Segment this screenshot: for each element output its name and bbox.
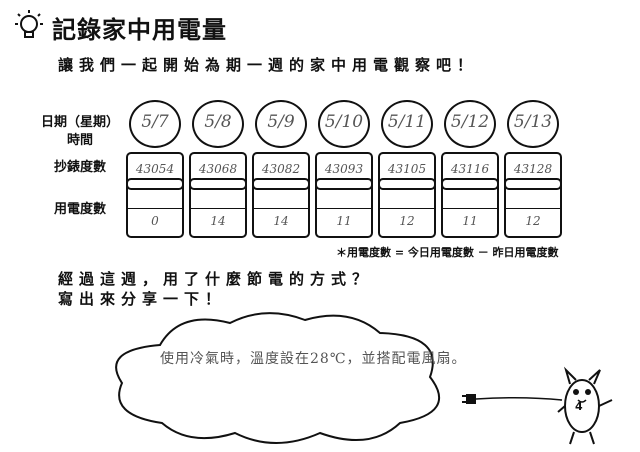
meter-value: 43128 [513, 162, 553, 176]
date-circle: 5/10 [318, 100, 370, 148]
usage-box: 12 [378, 178, 436, 238]
meter-value: 43093 [324, 162, 364, 176]
page-title: 記錄家中用電量 [52, 16, 227, 44]
lightbulb-icon [15, 10, 43, 38]
date-value: 5/12 [450, 112, 490, 132]
usage-value: 12 [399, 214, 415, 228]
meter-box: 43093 [315, 152, 373, 190]
meter-box: 43116 [441, 152, 499, 190]
date-circle: 5/9 [255, 100, 307, 148]
usage-box: 14 [252, 178, 310, 238]
usage-divider [191, 208, 245, 209]
meter-row-label: 抄錶度數 [53, 160, 106, 175]
meter-value: 43116 [450, 162, 490, 176]
usage-divider [128, 208, 182, 209]
date-circle: 5/13 [507, 100, 559, 148]
usage-divider [254, 208, 308, 209]
meter-box: 43082 [252, 152, 310, 190]
date-circle: 5/12 [444, 100, 496, 148]
intro-text: 讓我們一起開始為期一週的家中用電觀察吧！ [58, 56, 479, 74]
usage-value: 11 [336, 214, 352, 228]
usage-row-label: 用電度數 [53, 202, 106, 217]
meter-value: 43082 [261, 162, 301, 176]
meter-value: 43105 [387, 162, 427, 176]
date-value: 5/10 [324, 112, 364, 132]
date-value: 5/9 [267, 112, 295, 132]
plug-mascot-icon [462, 366, 613, 445]
usage-box: 11 [315, 178, 373, 238]
usage-value: 11 [462, 214, 478, 228]
meter-value: 43068 [198, 162, 238, 176]
page-number: 4 [575, 400, 583, 413]
usage-divider [380, 208, 434, 209]
question-line-2: 寫出來分享一下！ [58, 290, 227, 308]
usage-value: 0 [151, 214, 159, 228]
usage-box: 11 [441, 178, 499, 238]
meter-box: 43068 [189, 152, 247, 190]
usage-box: 14 [189, 178, 247, 238]
meter-box: 43054 [126, 152, 184, 190]
date-circle: 5/11 [381, 100, 433, 148]
usage-divider [443, 208, 497, 209]
date-value: 5/7 [141, 112, 169, 132]
usage-value: 12 [525, 214, 541, 228]
date-circle: 5/8 [192, 100, 244, 148]
cloud-shape [115, 312, 441, 444]
date-circle: 5/7 [129, 100, 181, 148]
usage-box: 12 [504, 178, 562, 238]
formula-note: ＊用電度數 = 今日用電度數 － 昨日用電度數 [336, 246, 559, 259]
usage-divider [506, 208, 560, 209]
usage-divider [317, 208, 371, 209]
date-value: 5/11 [387, 112, 427, 132]
answer-text: 使用冷氣時，溫度設在28℃，並搭配電風扇。 [160, 351, 467, 367]
usage-box: 0 [126, 178, 184, 238]
meter-box: 43128 [504, 152, 562, 190]
meter-box: 43105 [378, 152, 436, 190]
usage-value: 14 [210, 214, 226, 228]
date-value: 5/13 [513, 112, 553, 132]
date-value: 5/8 [204, 112, 232, 132]
question-line-1: 經過這週，用了什麼節電的方式？ [58, 270, 374, 288]
date-row-label: 日期（星期） 時間 [40, 115, 119, 148]
usage-value: 14 [273, 214, 289, 228]
meter-value: 43054 [135, 162, 175, 176]
